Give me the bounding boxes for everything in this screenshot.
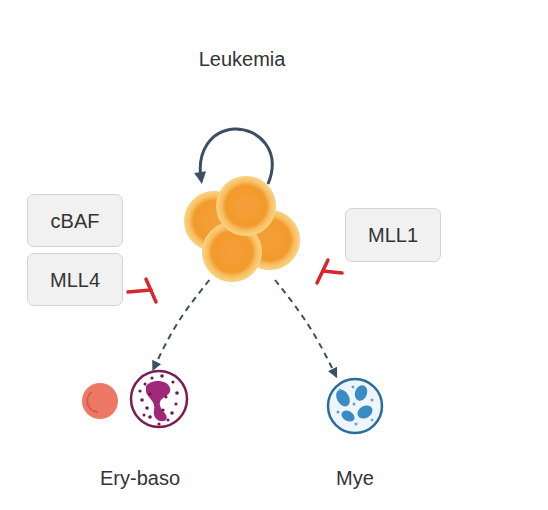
differentiation-arrow: [153, 280, 210, 370]
granule: [157, 422, 160, 425]
myeloid-granules: [337, 386, 374, 426]
box-label: cBAF: [51, 209, 100, 233]
erythrocyte-shade: [87, 392, 98, 412]
inhibition-stem: [323, 271, 342, 273]
cell-label: Leukemia: [199, 47, 286, 71]
granule: [371, 419, 374, 422]
granule: [144, 383, 147, 386]
erythrocyte: [82, 383, 118, 419]
leukemia-cells: [185, 177, 299, 281]
granule: [161, 408, 164, 411]
granule: [355, 423, 358, 426]
granule: [140, 398, 144, 402]
granule: [160, 374, 164, 378]
myeloid-nucleus-lobe: [355, 403, 375, 421]
myeloid-cell-node: Mye: [326, 377, 384, 435]
basophil-granules: [138, 374, 178, 425]
granule: [339, 389, 342, 392]
regulator-box: MLL1: [345, 208, 441, 262]
granule: [170, 411, 174, 415]
regulator-box: MLL4: [27, 253, 123, 306]
differentiation-arrow: [275, 280, 337, 377]
myeloid-cell: [328, 379, 382, 433]
leukemia-cell: [217, 177, 275, 235]
inhibition-bar: [146, 279, 156, 302]
granule: [165, 396, 168, 399]
leukemia-cell: [203, 223, 261, 281]
granule: [145, 406, 149, 410]
granule: [352, 386, 355, 389]
myeloid-nucleus-lobe: [353, 383, 370, 402]
granule: [175, 391, 179, 395]
leukemia-cluster: Leukemia: [183, 176, 301, 280]
myeloid-nucleus-lobe: [333, 387, 352, 409]
inhibition-bar: [317, 260, 328, 283]
granule: [371, 399, 374, 402]
leukemia-cell: [185, 192, 243, 250]
box-label: MLL1: [368, 223, 418, 247]
granule: [174, 402, 177, 405]
leukemia-cell: [241, 211, 299, 269]
self-renewal-arrow: [200, 129, 272, 184]
regulator-box: cBAF: [27, 194, 123, 247]
granule: [171, 380, 174, 383]
granule: [143, 414, 146, 417]
ery-baso-cells: Ery-baso: [78, 370, 190, 430]
granule: [149, 393, 152, 396]
cell-label: Ery-baso: [100, 466, 180, 490]
granule: [167, 419, 170, 422]
basophil-nucleus: [146, 381, 170, 421]
granule: [150, 376, 153, 379]
basophil: [131, 371, 187, 427]
granule: [337, 411, 340, 414]
basophil-membrane: [131, 371, 187, 427]
inhibition-stem: [128, 290, 151, 292]
granule: [138, 389, 141, 392]
cell-label: Mye: [336, 466, 374, 490]
myeloid-membrane: [328, 379, 382, 433]
box-label: MLL4: [50, 268, 100, 292]
granule: [353, 403, 356, 406]
myeloid-nucleus-lobe: [339, 408, 356, 424]
granule: [148, 415, 152, 419]
